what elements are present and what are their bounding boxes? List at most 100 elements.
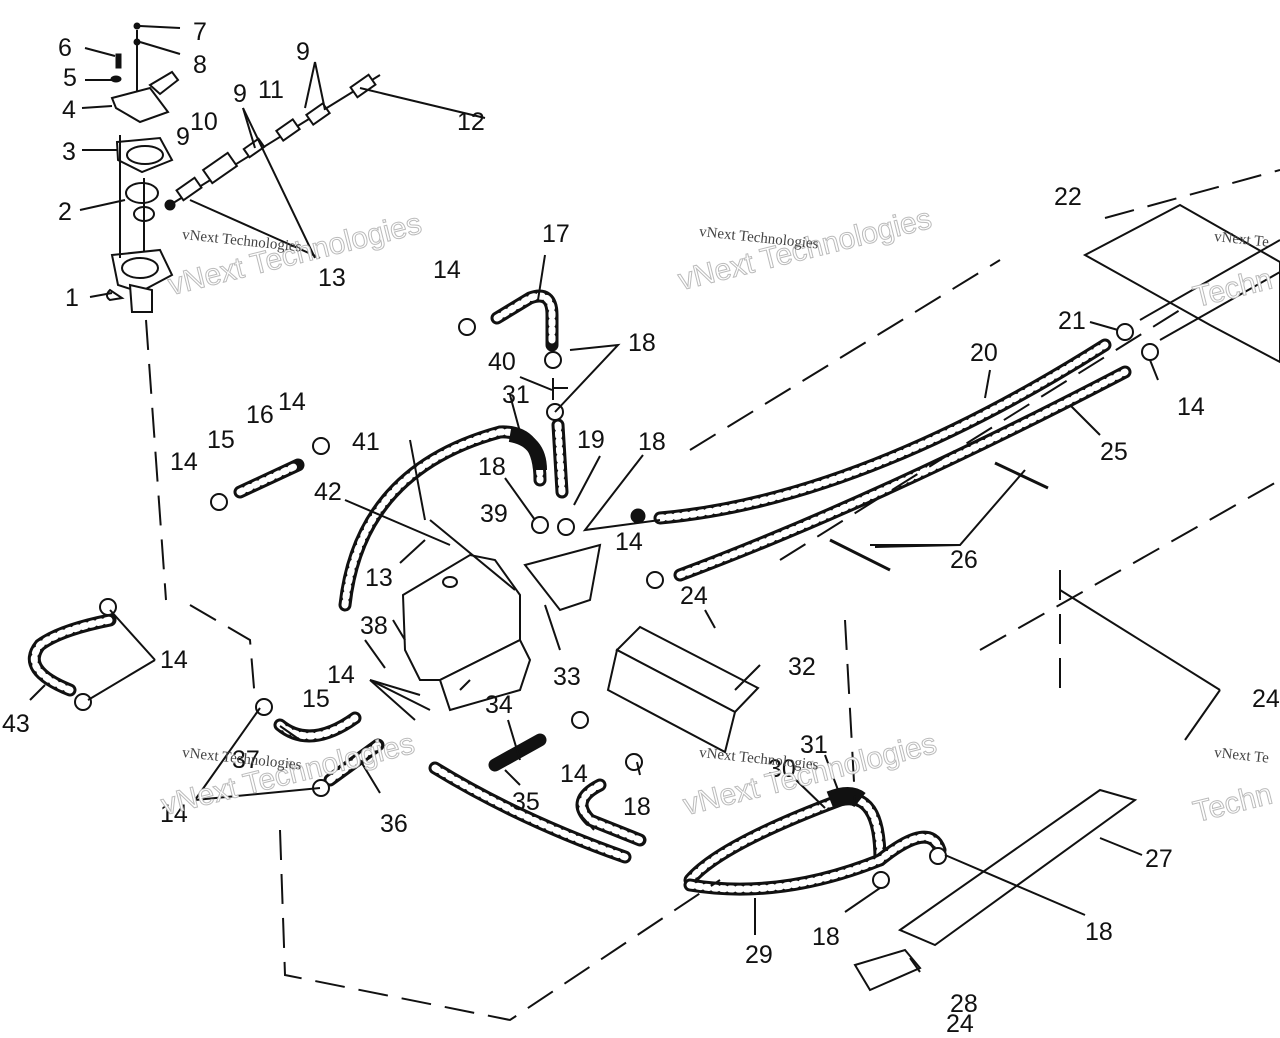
drawing-stroke [431,764,629,861]
mount-plate [523,543,602,612]
callout-18: 18 [638,428,666,456]
drawing-stroke [578,781,644,844]
heat-exchanger-part-22 [1082,169,1280,364]
dashed-outline [844,619,856,801]
clamp-part-14 [458,318,476,336]
callout-14: 14 [1177,393,1205,421]
hoses [27,289,1132,896]
leader-line [344,499,451,546]
leader-line [734,664,761,691]
drawing-stroke [326,741,382,784]
leader-line [984,369,991,399]
fitting-part-9-lower [175,176,203,202]
washer-part-5 [110,75,122,83]
callout-43: 43 [2,710,30,738]
leader-line [1139,239,1280,321]
leader-line [519,376,553,391]
callout-29: 29 [745,941,773,969]
callout-22: 22 [1054,183,1082,211]
drawing-stroke [676,368,1129,579]
leader-line [824,754,839,791]
callout-17: 17 [542,220,570,248]
callout-41: 41 [352,428,380,456]
clamp-part-13 [164,199,176,211]
leader-line [504,769,521,786]
leader-line [582,454,661,532]
callout-31: 31 [800,731,828,759]
leader-line [844,887,881,913]
leader-line [364,639,386,669]
callout-30: 30 [768,755,796,783]
leader-line [1149,359,1159,381]
gasket-opening [126,145,164,165]
leader-line [194,787,321,801]
leader-line [87,659,156,701]
tee-fitting-part-40 [552,378,568,400]
leader-line [242,107,316,259]
leader-line [139,41,181,55]
leader-line [279,725,301,741]
callout-1: 1 [65,284,79,312]
callout-26: 26 [950,546,978,574]
leader-line [242,107,256,149]
fitting-part-9-upper [304,101,332,127]
callout-12: 12 [457,108,485,136]
leader-line [459,679,471,691]
leader-line [704,609,716,629]
callout-40: 40 [488,348,516,376]
leader-line [89,292,113,298]
drawing-stroke [30,616,114,694]
drawing-stroke [656,341,1109,522]
callout-14: 14 [170,448,198,476]
callout-15: 15 [302,685,330,713]
drawing-stroke [606,648,737,754]
callout-13: 13 [318,264,346,292]
callout-13: 13 [365,564,393,592]
callout-32: 32 [788,653,816,681]
callout-6: 6 [58,34,72,62]
leader-line [1059,589,1221,691]
leader-line [537,254,546,301]
callout-9: 9 [176,123,190,151]
leader-line [189,199,321,259]
hose-sleeve-part-31 [508,428,547,471]
callout-8: 8 [193,51,207,79]
callout-31: 31 [502,381,530,409]
callout-2: 2 [58,198,72,226]
leader-lines [29,25,1221,973]
clamp-part-14 [255,698,273,716]
callout-15: 15 [207,426,235,454]
fitting-part-12 [349,73,377,99]
leader-line [79,199,126,211]
drawing-stroke [493,292,556,349]
leader-line [909,957,921,973]
callout-11: 11 [258,76,284,104]
callout-14: 14 [560,760,588,788]
leader-line [359,87,486,119]
callout-9: 9 [296,38,310,66]
drawing-stroke [442,576,458,588]
leader-line [544,604,561,651]
leader-line [1089,321,1119,331]
leader-line [409,439,426,521]
callout-37: 37 [232,746,260,774]
leader-line [81,105,113,109]
callout-16: 16 [246,401,274,429]
housing-cover-outlet [148,70,180,96]
callout-14: 14 [327,661,355,689]
rod-part-26 [829,538,891,572]
clamp-part-18 [929,847,947,865]
callout-18: 18 [478,453,506,481]
clamps [74,318,1159,889]
clamp-part-14 [74,693,92,711]
callout-10: 10 [190,108,218,136]
leader-line [573,455,601,506]
leader-line [577,811,595,831]
leader-line [359,759,381,794]
clamp-part-14 [630,508,646,524]
leader-line [139,25,181,29]
callout-19: 19 [577,426,605,454]
leader-line [636,761,641,776]
clamp-part-14 [571,711,589,729]
